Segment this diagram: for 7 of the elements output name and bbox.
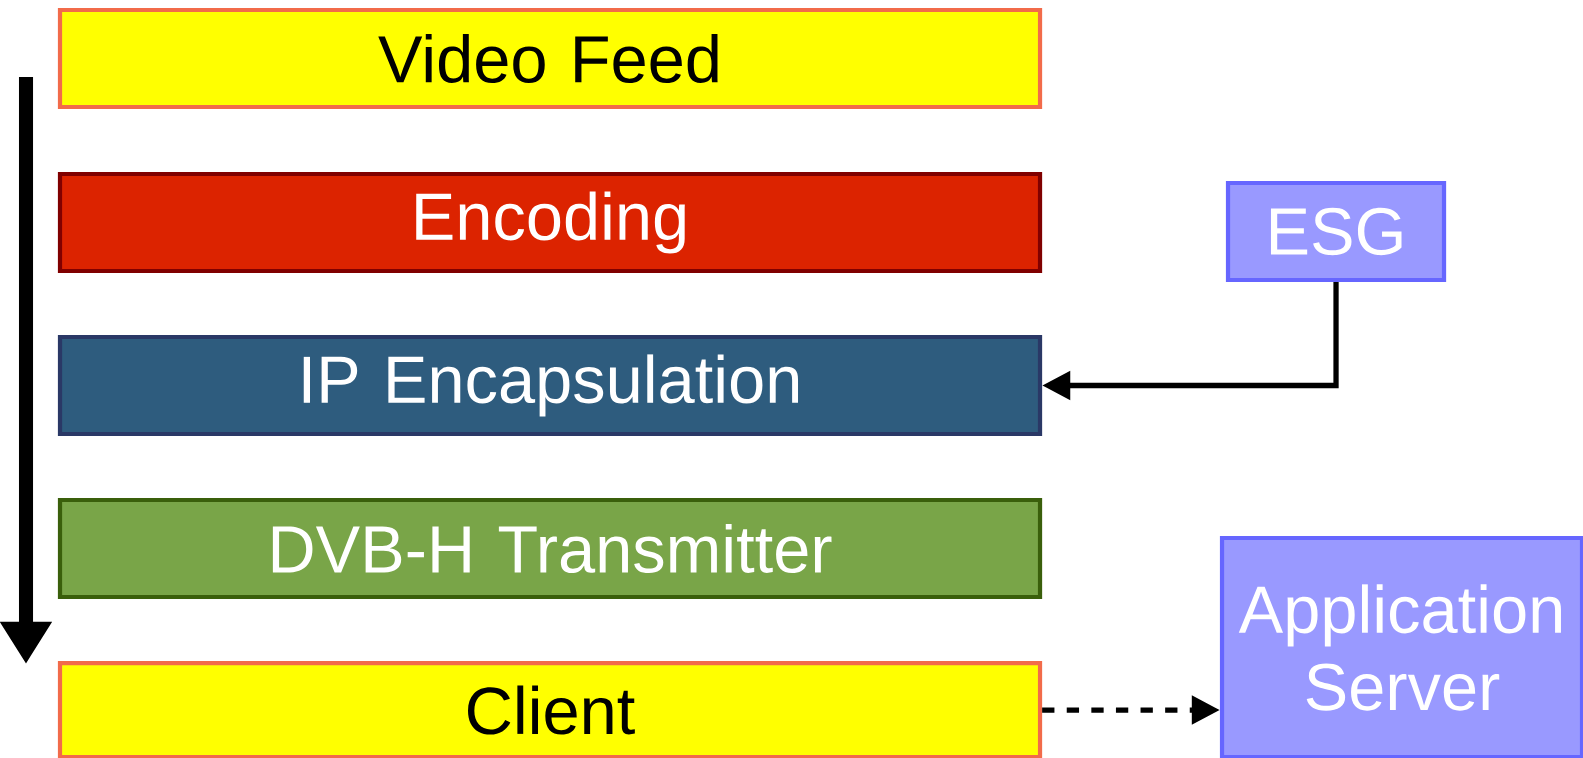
component-box: Application Server xyxy=(1219,535,1583,758)
layer-box: Client xyxy=(57,660,1043,758)
layer-box: DVB-H Transmitter xyxy=(57,497,1043,600)
layer-box: IP Encapsulation xyxy=(57,334,1043,437)
layer-box: Encoding xyxy=(57,171,1043,274)
layer-box: Video Feed xyxy=(57,7,1043,110)
component-box: ESG xyxy=(1225,180,1447,283)
